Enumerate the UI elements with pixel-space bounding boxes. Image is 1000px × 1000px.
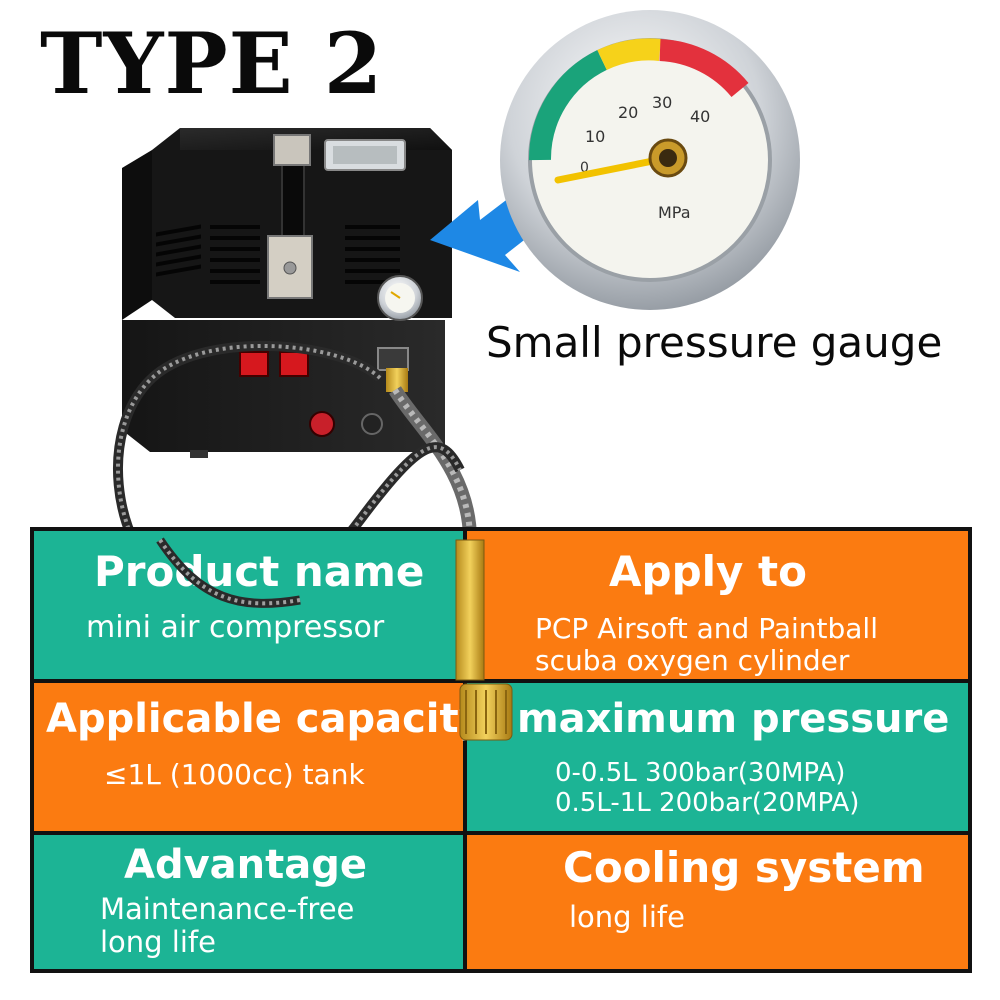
cell-text: long life	[569, 900, 685, 934]
cell-text: mini air compressor	[86, 610, 385, 646]
cell-heading: Cooling system	[563, 843, 925, 892]
cell-line: mini air compressor	[86, 610, 385, 645]
info-cell-cooling-system: Cooling system long life	[467, 835, 972, 973]
compressor-unit	[122, 128, 452, 458]
cell-heading: Product name	[94, 547, 425, 596]
cell-line: 0-0.5L 300bar(30MPA)	[555, 758, 846, 788]
gauge-caption: Small pressure gauge	[486, 318, 943, 367]
gauge-tick-40: 40	[690, 107, 710, 126]
cell-line: 0.5L-1L 200bar(20MPA)	[555, 787, 860, 818]
info-cell-product-name: Product name mini air compressor	[30, 527, 467, 683]
cell-line: Maintenance-free	[100, 892, 355, 926]
cell-heading: Applicable capacity	[46, 696, 485, 742]
cell-line: long life	[569, 900, 685, 934]
gauge-unit: MPa	[658, 203, 691, 222]
cell-text: 0-0.5L 300bar(30MPA)0.5L-1L 200bar(20MPA…	[555, 758, 860, 819]
cell-line: PCP Airsoft and Paintball	[535, 612, 878, 645]
cell-heading: Advantage	[124, 842, 368, 888]
pressure-gauge-closeup: 10 20 30 40 0 MPa	[500, 10, 800, 310]
gauge-tick-20: 20	[618, 103, 638, 122]
cell-line: scuba oxygen cylinder	[535, 644, 850, 678]
info-cell-maximum-pressure: maximum pressure 0-0.5L 300bar(30MPA)0.5…	[467, 683, 972, 835]
page-title: TYPE 2	[40, 14, 384, 113]
cell-text: ≤1L (1000cc) tank	[104, 758, 365, 791]
gauge-tick-30: 30	[652, 93, 672, 112]
info-cell-applicable-capacity: Applicable capacity ≤1L (1000cc) tank	[30, 683, 485, 835]
cell-line: ≤1L (1000cc) tank	[104, 758, 365, 791]
cell-line: long life	[100, 925, 216, 960]
gauge-tick-10: 10	[585, 127, 605, 146]
cell-heading: maximum pressure	[517, 696, 950, 742]
cell-heading: Apply to	[609, 547, 807, 596]
gauge-tick-0: 0	[580, 160, 589, 176]
